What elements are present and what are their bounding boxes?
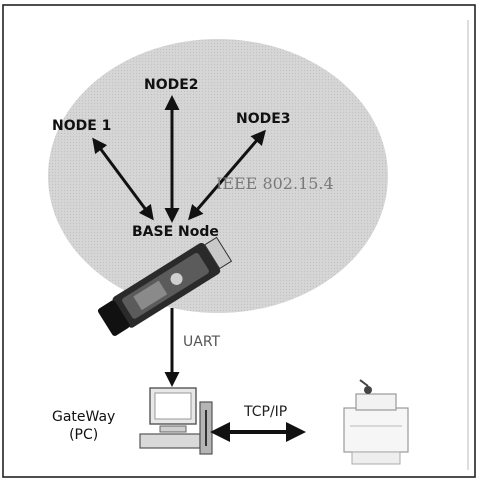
- server-printer-icon: [343, 379, 409, 465]
- protocol-label: IEEE 802.15.4: [216, 174, 334, 193]
- diagram-frame: [2, 4, 476, 478]
- node3-label: NODE3: [236, 111, 291, 127]
- desktop-pc-icon: [139, 387, 213, 455]
- node2-label: NODE2: [144, 77, 199, 93]
- base-node-label: BASE Node: [132, 224, 219, 240]
- arrow-node3: [188, 129, 266, 221]
- arrow-node1: [92, 137, 154, 221]
- tcpip-label: TCP/IP: [244, 404, 288, 420]
- gateway-label-line1: GateWay: [52, 409, 116, 425]
- gateway-label-line2: (PC): [69, 427, 99, 443]
- usb-dongle-icon: [97, 236, 233, 336]
- gateway-label: GateWay (PC): [52, 408, 115, 444]
- node1-label: NODE 1: [52, 118, 112, 134]
- uart-label: UART: [183, 334, 221, 350]
